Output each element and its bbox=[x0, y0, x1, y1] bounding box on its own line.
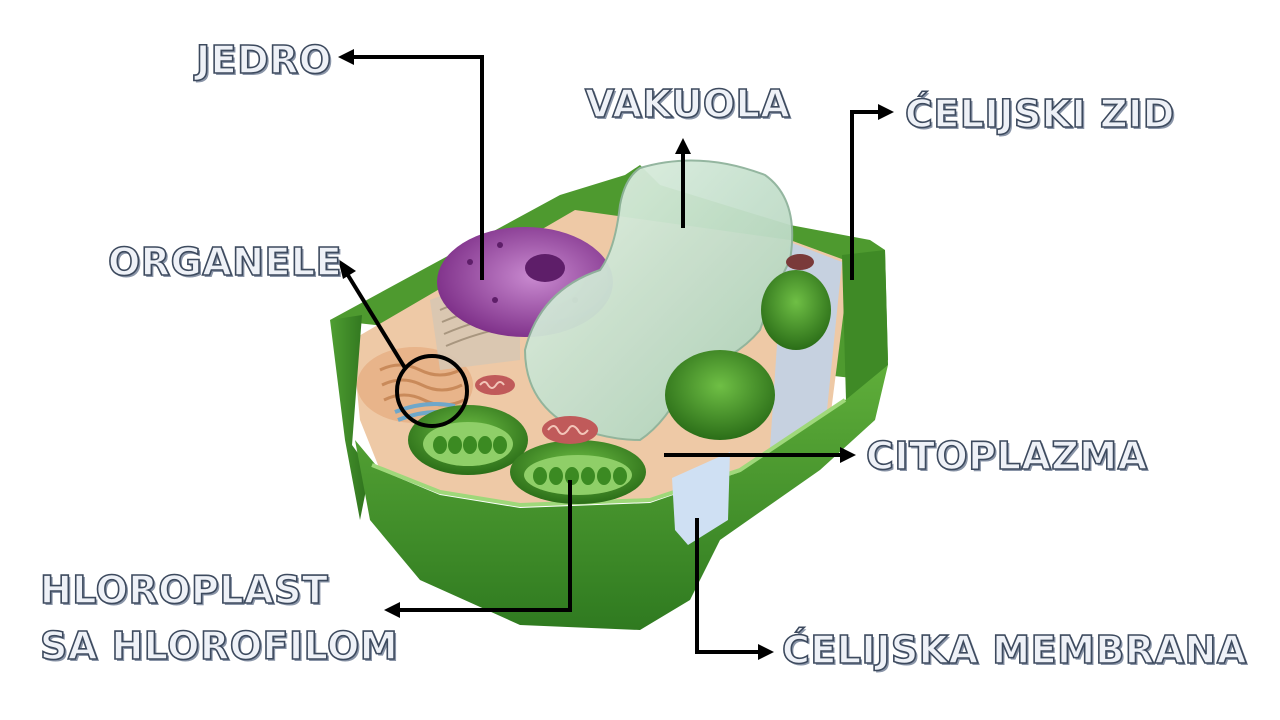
label-organele: ORGANELE bbox=[107, 239, 343, 285]
arrow-celijski-zid bbox=[850, 110, 880, 280]
label-celijska-membrana: ĆELIJSKA MEMBRANA bbox=[781, 627, 1247, 673]
organele-highlight-circle bbox=[395, 354, 469, 428]
label-celijski-zid: ĆELIJSKI ZID bbox=[904, 91, 1175, 137]
label-hloroplast: HLOROPLAST SA HLOROFILOM bbox=[39, 562, 399, 674]
vacuole bbox=[523, 159, 794, 442]
chloroplast-front-left bbox=[408, 405, 528, 475]
membrane-gap-front bbox=[672, 452, 730, 545]
chloroplast-right-1 bbox=[761, 270, 831, 350]
label-citoplazma: CITOPLAZMA bbox=[865, 433, 1148, 479]
annotation-lines bbox=[338, 49, 894, 660]
label-hloroplast-line1: HLOROPLAST bbox=[39, 567, 329, 613]
arrow-celijska-membrana bbox=[695, 518, 760, 654]
cell-wall-front bbox=[355, 365, 888, 630]
cell-illustration bbox=[330, 159, 888, 630]
arrow-hloroplast bbox=[398, 480, 572, 612]
cell-wall-left bbox=[330, 315, 370, 520]
chloroplast-right-2 bbox=[665, 350, 775, 440]
arrow-jedro bbox=[353, 55, 484, 280]
label-jedro: JEDRO bbox=[195, 37, 332, 83]
mitochondrion-2 bbox=[475, 375, 515, 395]
chloroplast-front-main bbox=[510, 440, 646, 504]
chloroplast-right-top bbox=[786, 254, 814, 270]
cell-wall-right bbox=[842, 250, 888, 400]
label-hloroplast-line2: SA HLOROFILOM bbox=[39, 623, 399, 669]
label-vakuola: VAKUOLA bbox=[584, 81, 791, 127]
arrow-organele bbox=[344, 270, 407, 370]
mitochondrion-1 bbox=[542, 416, 598, 444]
